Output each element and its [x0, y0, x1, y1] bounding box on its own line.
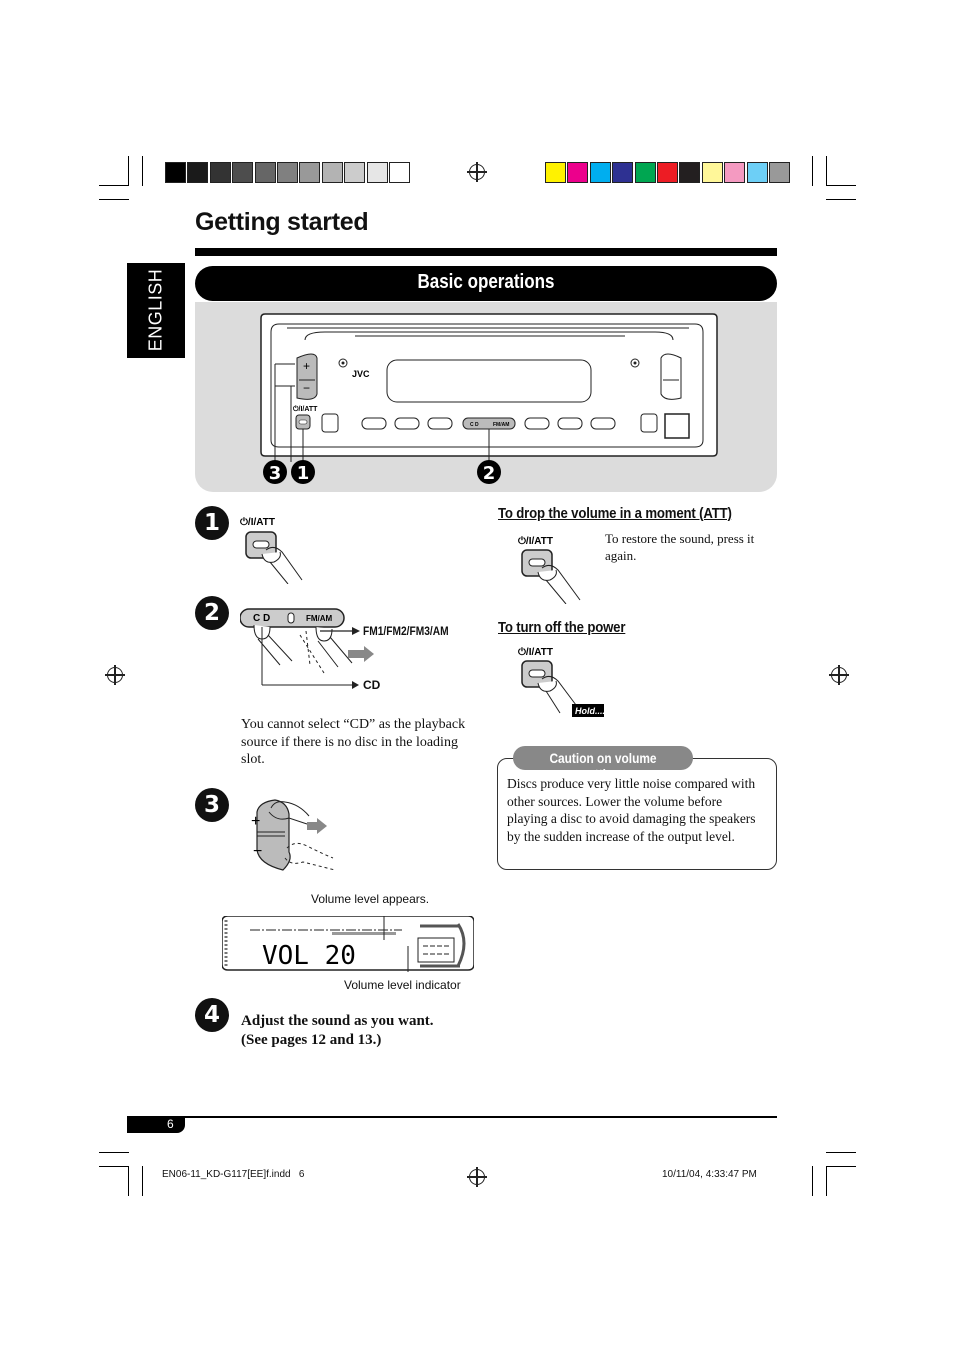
- color-swatch: [209, 162, 231, 183]
- page-title: Getting started: [195, 208, 369, 236]
- color-swatch: [232, 162, 254, 183]
- callout-3: 3: [269, 463, 282, 484]
- registration-mark-icon: [829, 665, 849, 685]
- color-swatch: [254, 162, 276, 183]
- svg-text:+: +: [303, 359, 310, 373]
- step-2-fm-arrow-label: FM1/FM2/FM3/AM: [363, 624, 449, 638]
- power-button-label: ⏻/I/ATT: [518, 646, 553, 658]
- svg-text:−: −: [303, 381, 310, 395]
- caution-text: Discs produce very little noise compared…: [507, 776, 756, 844]
- caution-title-pill: Caution on volume setting:: [513, 746, 693, 782]
- color-swatch: [165, 162, 186, 183]
- caution-title: Caution on volume setting:: [549, 750, 657, 782]
- color-swatch: [724, 162, 746, 183]
- color-swatch: [321, 162, 343, 183]
- step-1-button-label: ⏻/I/ATT: [240, 516, 275, 528]
- title-rule: [195, 248, 777, 256]
- color-swatch: [746, 162, 768, 183]
- diagram-fm-label: FM/AM: [493, 422, 509, 428]
- color-swatch: [769, 162, 790, 183]
- volume-appears-caption: Volume level appears.: [311, 892, 430, 906]
- language-tab-label: ENGLISH: [145, 268, 166, 352]
- volume-indicator-caption: Volume level indicator: [344, 978, 461, 992]
- att-button-label: ⏻/I/ATT: [518, 535, 553, 547]
- registration-mark-icon: [467, 162, 487, 182]
- page-number: 6: [167, 1117, 174, 1131]
- color-swatch: [187, 162, 209, 183]
- step-2-number: 2: [195, 596, 229, 630]
- color-swatch: [277, 162, 298, 183]
- step-2-cd-arrow-label: CD: [363, 678, 381, 692]
- color-swatch: [612, 162, 634, 183]
- power-heading: To turn off the power: [498, 619, 626, 636]
- registration-mark-icon: [105, 665, 125, 685]
- color-swatch: [634, 162, 656, 183]
- step-2-arrows: [320, 627, 374, 662]
- volume-display-text: VOL 20: [262, 941, 356, 971]
- color-swatch: [567, 162, 589, 183]
- step-2-cd-label: C D: [253, 613, 270, 624]
- step-3-number: 3: [195, 788, 229, 822]
- hold-label: Hold....: [575, 706, 605, 716]
- section-title: Basic operations: [417, 271, 555, 293]
- svg-text:−: −: [253, 843, 262, 860]
- att-text: To restore the sound, press it again.: [605, 531, 755, 563]
- footer-timestamp: 10/11/04, 4:33:47 PM: [662, 1169, 757, 1180]
- att-heading: To drop the volume in a moment (ATT): [498, 505, 732, 522]
- step-2-note: You cannot select “CD” as the playback s…: [241, 717, 466, 767]
- callout-2: 2: [483, 463, 496, 484]
- color-swatch: [657, 162, 678, 183]
- power-button-illustration: ⏻/I/ATT Hold....: [518, 646, 605, 717]
- head-unit-diagram: + − ⏻/I/ATT JVC C D FM/AM 3 1 2: [260, 313, 718, 484]
- section-header: Basic operations: [195, 266, 777, 301]
- color-swatch: [545, 162, 566, 183]
- step-2-fm-label: FM/AM: [306, 614, 333, 623]
- diagram-cd-label: C D: [470, 422, 479, 428]
- svg-text:+: +: [251, 813, 260, 830]
- color-swatch: [344, 162, 366, 183]
- page-number-tab: 6: [127, 1117, 185, 1133]
- step-4-text-line1: Adjust the sound as you want.: [241, 1013, 434, 1029]
- color-swatch: [701, 162, 723, 183]
- color-swatch: [679, 162, 701, 183]
- footer-rule: [127, 1116, 777, 1118]
- color-swatch: [589, 162, 611, 183]
- language-tab: ENGLISH: [127, 263, 185, 358]
- volume-display-illustration: VOL 20: [222, 916, 474, 972]
- step-2-illustration: C D FM/AM: [240, 608, 359, 689]
- step-4-number: 4: [195, 998, 229, 1032]
- diagram-power-label: ⏻/I/ATT: [293, 405, 318, 413]
- diagram-brand: JVC: [352, 369, 370, 379]
- step-1-number: 1: [195, 506, 229, 540]
- footer-file: EN06-11_KD-G117[EE]f.indd 6: [162, 1169, 305, 1180]
- att-button-illustration: ⏻/I/ATT: [518, 535, 581, 604]
- step-3-illustration: + −: [251, 799, 336, 871]
- callout-1: 1: [297, 463, 310, 484]
- color-swatch: [299, 162, 321, 183]
- color-swatch: [366, 162, 388, 183]
- color-swatch: [389, 162, 410, 183]
- step-4-text-line2: (See pages 12 and 13.): [241, 1032, 382, 1048]
- registration-mark-icon: [467, 1167, 487, 1187]
- step-1-illustration: ⏻/I/ATT: [240, 516, 303, 584]
